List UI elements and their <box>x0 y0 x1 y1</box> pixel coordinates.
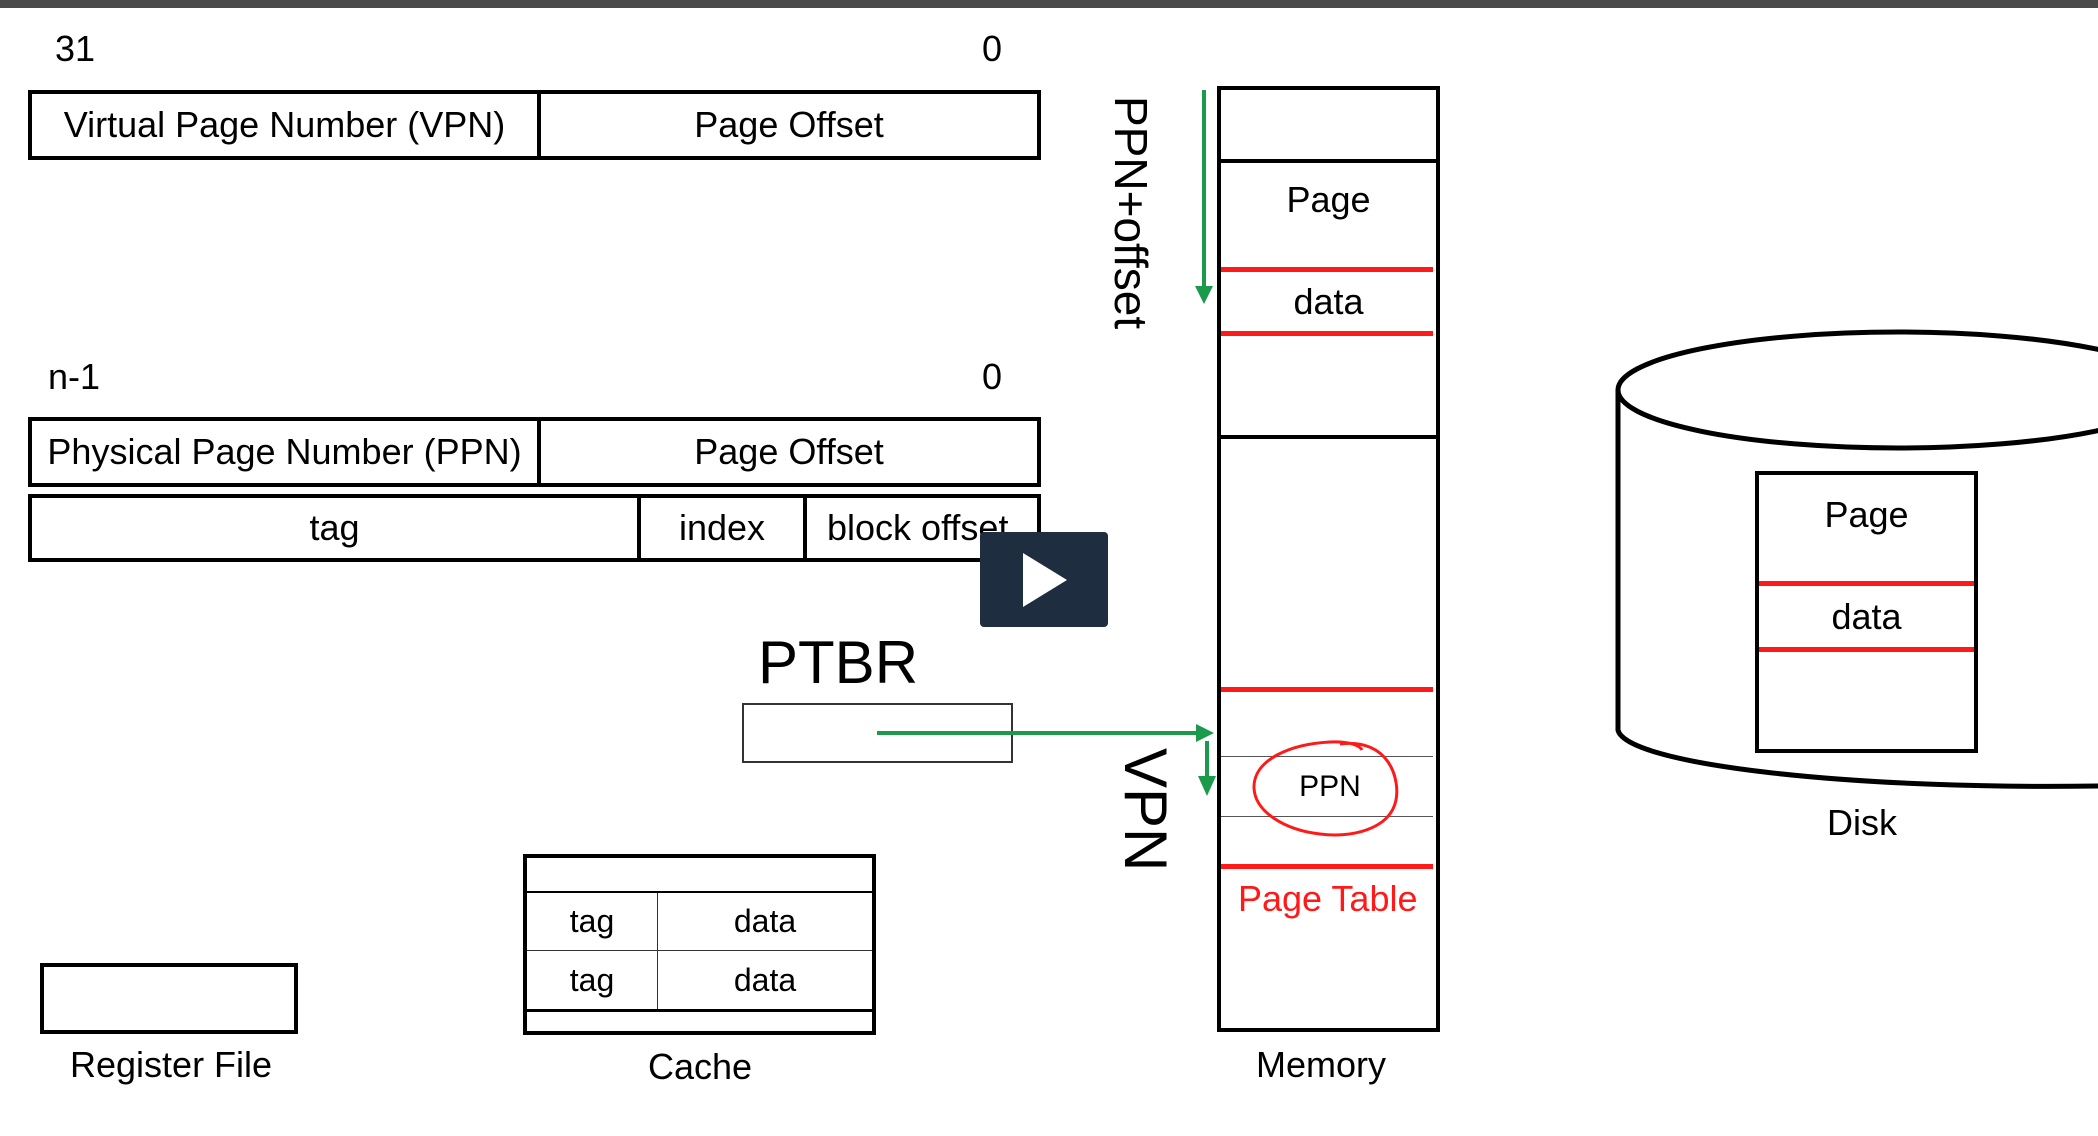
cache-label: Cache <box>648 1046 753 1087</box>
top-bar <box>0 0 2098 8</box>
virtual-address-box: Virtual Page Number (VPN) Page Offset <box>28 90 1041 160</box>
disk-page-box <box>1755 471 1978 753</box>
cache-row-line <box>527 1009 872 1012</box>
physical-address-box: Physical Page Number (PPN) Page Offset <box>28 417 1041 487</box>
disk-page-red-line <box>1759 581 1974 586</box>
memory-box <box>1217 86 1440 1032</box>
cache-data-cell: data <box>733 903 797 939</box>
disk-page-label: Page <box>1824 494 1909 535</box>
memory-page-label: Page <box>1286 179 1371 220</box>
ptbr-label: PTBR <box>758 629 919 696</box>
pa-high-bit-label: n-1 <box>48 356 101 397</box>
memory-label: Memory <box>1256 1044 1387 1085</box>
tag-index-divider <box>637 498 641 558</box>
cache-data-cell: data <box>733 961 797 998</box>
tag-field: tag <box>309 507 360 548</box>
memory-data-label: data <box>1293 281 1364 322</box>
ppn-offset-arrow <box>1195 90 1213 304</box>
va-divider <box>537 94 541 156</box>
pa-low-bit-label: 0 <box>982 356 1003 397</box>
play-icon <box>1023 552 1067 607</box>
memory-divider <box>1221 159 1436 163</box>
memory-page-red-line <box>1221 267 1433 272</box>
block-offset-field: block offset <box>827 507 1009 548</box>
cache-address-box: tag index block offset <box>28 494 1041 562</box>
cache-row-line <box>527 891 872 893</box>
page-table-entry-line <box>1221 756 1433 757</box>
cache-column-divider <box>657 893 658 1009</box>
register-file-box <box>40 963 298 1034</box>
page-table-entry-line <box>1221 816 1433 817</box>
index-offset-divider <box>803 498 807 558</box>
page-table-bottom-line <box>1221 864 1433 869</box>
ppn-entry-label: PPN <box>1299 770 1361 803</box>
page-table-label: Page Table <box>1238 878 1418 919</box>
va-page-offset-field: Page Offset <box>694 104 884 145</box>
video-play-button[interactable] <box>980 532 1108 627</box>
page-table-top-line <box>1221 687 1433 692</box>
pa-page-offset-field: Page Offset <box>694 431 884 472</box>
disk-label: Disk <box>1827 802 1897 843</box>
cache-tag-cell: tag <box>569 961 615 998</box>
pa-divider <box>537 421 541 483</box>
cache-row-line <box>527 950 872 951</box>
ppn-field: Physical Page Number (PPN) <box>47 431 522 472</box>
vpn-field: Virtual Page Number (VPN) <box>63 104 506 145</box>
memory-page-red-line <box>1221 331 1433 336</box>
disk-page-red-line <box>1759 647 1974 652</box>
memory-divider <box>1221 435 1436 439</box>
vpn-arrow <box>1198 741 1216 796</box>
va-high-bit-label: 31 <box>55 28 96 69</box>
va-low-bit-label: 0 <box>982 28 1003 69</box>
register-file-label: Register File <box>70 1044 273 1085</box>
index-field: index <box>678 507 766 548</box>
disk-data-label: data <box>1831 596 1902 637</box>
cache-tag-cell: tag <box>569 903 615 939</box>
ptbr-arrow <box>877 724 1214 742</box>
disk-cylinder <box>1615 329 2098 789</box>
ppn-highlight-circle <box>1252 740 1399 837</box>
cache-box: tag data tag data <box>523 854 876 1035</box>
